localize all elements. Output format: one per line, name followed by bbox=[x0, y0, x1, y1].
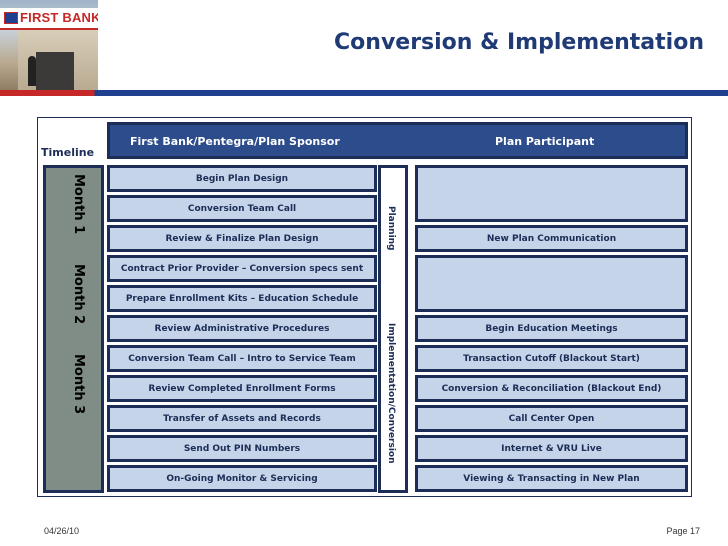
sponsor-step: Contract Prior Provider – Conversion spe… bbox=[107, 255, 377, 282]
sponsor-step: Begin Plan Design bbox=[107, 165, 377, 192]
participant-step: Begin Education Meetings bbox=[415, 315, 688, 342]
phase-planning: Planning bbox=[386, 206, 396, 251]
sponsor-step: Review & Finalize Plan Design bbox=[107, 225, 377, 252]
person-silhouette bbox=[28, 56, 36, 86]
bank-logo-text: FIRST BANK bbox=[20, 10, 98, 25]
month-1-label: Month 1 bbox=[71, 174, 86, 235]
header-divider bbox=[0, 90, 728, 96]
participant-step-empty bbox=[415, 255, 688, 312]
sponsor-step: Prepare Enrollment Kits – Education Sche… bbox=[107, 285, 377, 312]
header-sponsor: First Bank/Pentegra/Plan Sponsor bbox=[130, 135, 340, 148]
phase-column: Planning Implementation/Conversion bbox=[378, 165, 408, 493]
sponsor-step: Conversion Team Call bbox=[107, 195, 377, 222]
sponsor-step: On-Going Monitor & Servicing bbox=[107, 465, 377, 492]
timeline-label: Timeline bbox=[41, 146, 95, 159]
bank-logo: FIRST BANK bbox=[4, 10, 98, 25]
sponsor-step: Transfer of Assets and Records bbox=[107, 405, 377, 432]
header-photo: FIRST BANK bbox=[0, 0, 98, 90]
footer-page-number: Page 17 bbox=[666, 526, 700, 536]
sponsor-step: Conversion Team Call – Intro to Service … bbox=[107, 345, 377, 372]
sponsor-step: Review Completed Enrollment Forms bbox=[107, 375, 377, 402]
diagram-header-bar: First Bank/Pentegra/Plan Sponsor Plan Pa… bbox=[107, 122, 688, 159]
sponsor-step: Send Out PIN Numbers bbox=[107, 435, 377, 462]
sponsor-step: Review Administrative Procedures bbox=[107, 315, 377, 342]
building-door bbox=[36, 52, 74, 90]
month-3-label: Month 3 bbox=[71, 354, 86, 415]
bank-logo-icon bbox=[4, 12, 18, 24]
participant-step: Conversion & Reconciliation (Blackout En… bbox=[415, 375, 688, 402]
phase-implementation: Implementation/Conversion bbox=[386, 323, 396, 464]
participant-step-empty bbox=[415, 165, 688, 222]
footer-date: 04/26/10 bbox=[44, 526, 80, 536]
month-timeline-column: Month 1 Month 2 Month 3 bbox=[43, 165, 104, 493]
conversion-diagram: Timeline First Bank/Pentegra/Plan Sponso… bbox=[37, 117, 692, 497]
building-awning bbox=[0, 8, 98, 30]
month-2-label: Month 2 bbox=[71, 264, 86, 325]
header-participant: Plan Participant bbox=[495, 135, 595, 148]
participant-step: Call Center Open bbox=[415, 405, 688, 432]
participant-step: New Plan Communication bbox=[415, 225, 688, 252]
participant-step: Transaction Cutoff (Blackout Start) bbox=[415, 345, 688, 372]
participant-step: Internet & VRU Live bbox=[415, 435, 688, 462]
participant-step: Viewing & Transacting in New Plan bbox=[415, 465, 688, 492]
slide-title: Conversion & Implementation bbox=[334, 30, 704, 55]
month-labels: Month 1 Month 2 Month 3 bbox=[56, 174, 86, 484]
